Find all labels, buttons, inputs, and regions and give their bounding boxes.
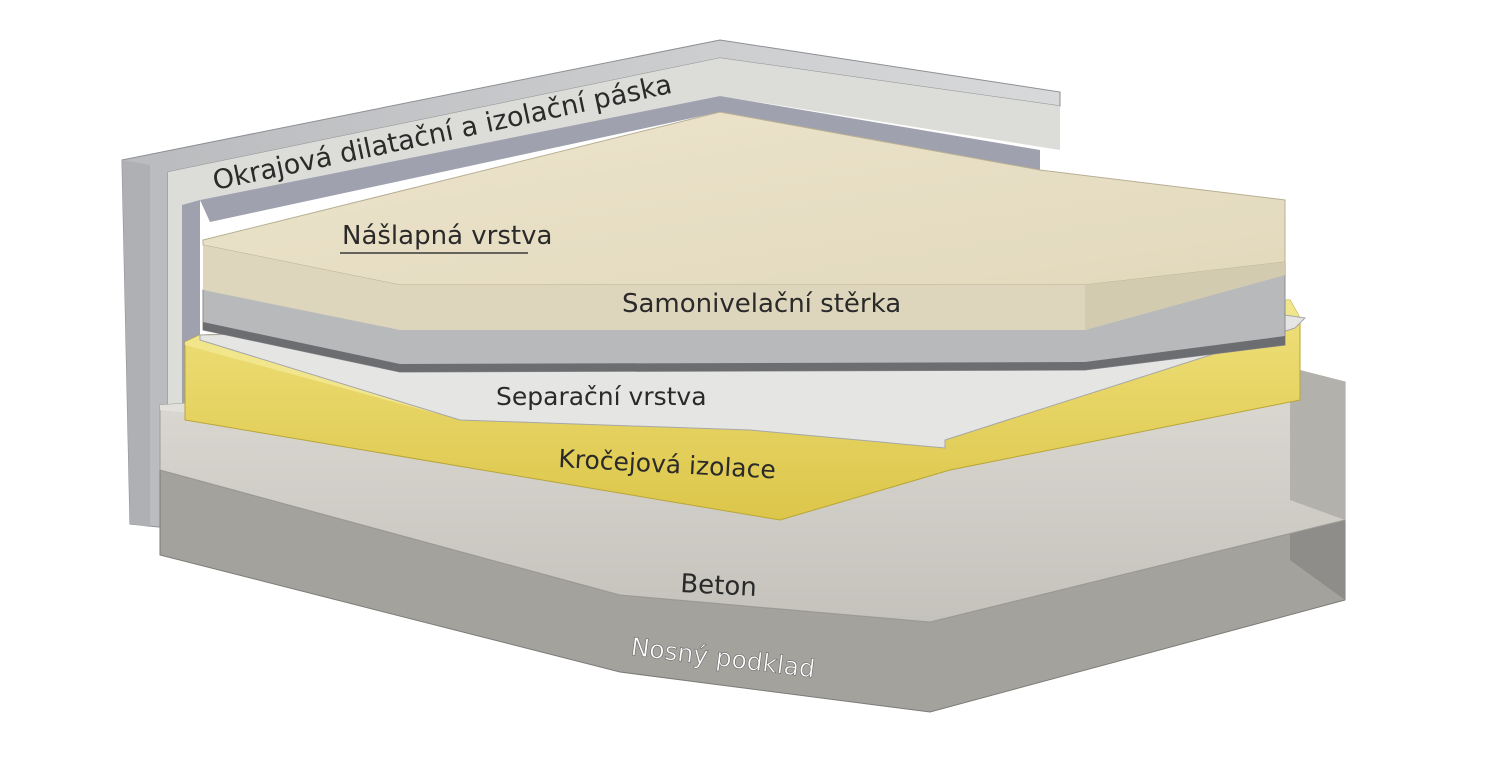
label-leveling: Samonivelační stěrka (622, 289, 901, 319)
label-separation: Separační vrstva (496, 382, 707, 411)
label-concrete: Beton (680, 569, 758, 603)
label-top-layer: Nášlapná vrstva (342, 221, 552, 251)
wall (121, 39, 1061, 529)
layer-top (202, 111, 1286, 330)
